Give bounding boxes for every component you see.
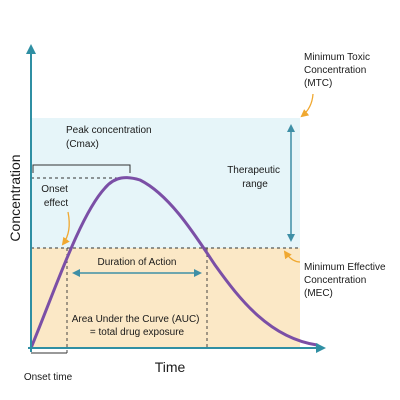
onset-time-label: Onset time [24, 372, 73, 383]
duration-label: Duration of Action [98, 257, 177, 268]
mtc-callout-arrow [300, 93, 314, 118]
mec-label-line-3: (MEC) [304, 288, 333, 299]
sub-therapeutic-zone [31, 248, 300, 348]
mtc-label: Minimum Toxic Concentration (MTC) [304, 52, 373, 89]
onset-effect-label: Onset effect [41, 184, 70, 209]
therapeutic-range-line-1: Therapeutic [227, 165, 280, 176]
onset-effect-line-2: effect [44, 198, 68, 209]
peak-label-line-1: Peak concentration [66, 125, 152, 136]
auc-label-line-2: = total drug exposure [90, 327, 185, 338]
onset-effect-line-1: Onset [41, 184, 68, 195]
mec-label-line-2: Concentration [304, 275, 366, 286]
peak-label: Peak concentration (Cmax) [66, 125, 154, 150]
mtc-label-line-3: (MTC) [304, 78, 332, 89]
mec-label: Minimum Effective Concentration (MEC) [304, 262, 388, 299]
peak-bracket [32, 164, 131, 173]
therapeutic-range-label: Therapeutic range [227, 165, 283, 190]
mtc-label-line-2: Concentration [304, 65, 366, 76]
peak-label-line-2: (Cmax) [66, 139, 99, 150]
mtc-label-line-1: Minimum Toxic [304, 52, 370, 63]
auc-label-line-1: Area Under the Curve (AUC) [72, 314, 200, 325]
auc-label: Area Under the Curve (AUC) = total drug … [72, 314, 203, 338]
onset-callout-arrow [61, 211, 70, 246]
mec-label-line-1: Minimum Effective [304, 262, 386, 273]
therapeutic-zone [31, 118, 300, 248]
mec-callout-arrow [283, 250, 301, 263]
therapeutic-range-line-2: range [242, 179, 268, 190]
concentration-curve [29, 176, 319, 350]
y-axis-title: Concentration [7, 154, 23, 241]
x-axis-title: Time [155, 359, 186, 375]
